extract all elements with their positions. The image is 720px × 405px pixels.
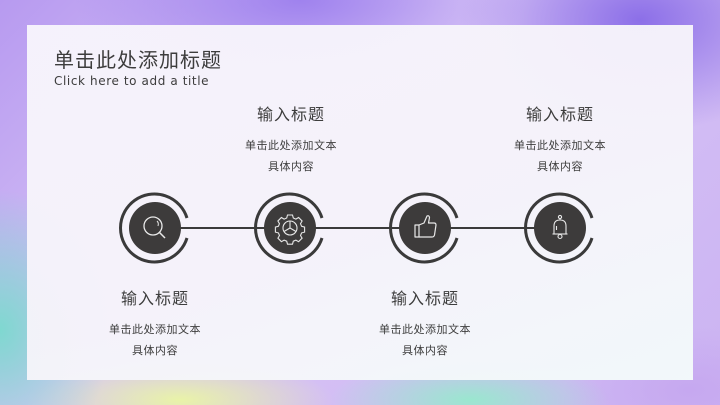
search-icon: [143, 216, 166, 239]
gear-icon: [274, 214, 306, 245]
thumbs-up-icon: [414, 215, 437, 238]
step-4-line-2[interactable]: 具体内容: [537, 160, 583, 173]
step-2-line-1[interactable]: 单击此处添加文本: [245, 139, 337, 152]
step-4-text: 输入标题 单击此处添加文本 具体内容: [480, 101, 640, 177]
step-3-text: 输入标题 单击此处添加文本 具体内容: [345, 285, 505, 361]
step-2-line-2[interactable]: 具体内容: [268, 160, 314, 173]
step-3-line-2[interactable]: 具体内容: [402, 344, 448, 357]
timeline-node-2[interactable]: [252, 190, 328, 266]
timeline-node-4[interactable]: [522, 190, 598, 266]
timeline-node-3[interactable]: [387, 190, 463, 266]
node-ring: [524, 192, 594, 264]
slide-subtitle[interactable]: Click here to add a title: [54, 74, 210, 88]
step-1-line-2[interactable]: 具体内容: [132, 344, 178, 357]
node-ring: [119, 192, 189, 264]
step-2-heading[interactable]: 输入标题: [256, 105, 325, 124]
step-4-heading[interactable]: 输入标题: [525, 105, 594, 124]
step-4-line-1[interactable]: 单击此处添加文本: [514, 139, 606, 152]
bell-icon: [552, 214, 568, 240]
step-2-text: 输入标题 单击此处添加文本 具体内容: [211, 101, 371, 177]
slide-title[interactable]: 单击此处添加标题: [54, 48, 222, 72]
step-3-heading[interactable]: 输入标题: [390, 289, 459, 308]
timeline-connector: [155, 227, 560, 229]
node-ring: [389, 192, 459, 264]
timeline-node-1[interactable]: [117, 190, 193, 266]
step-3-line-1[interactable]: 单击此处添加文本: [379, 323, 471, 336]
step-1-text: 输入标题 单击此处添加文本 具体内容: [75, 285, 235, 361]
step-1-heading[interactable]: 输入标题: [120, 289, 189, 308]
step-1-line-1[interactable]: 单击此处添加文本: [109, 323, 201, 336]
